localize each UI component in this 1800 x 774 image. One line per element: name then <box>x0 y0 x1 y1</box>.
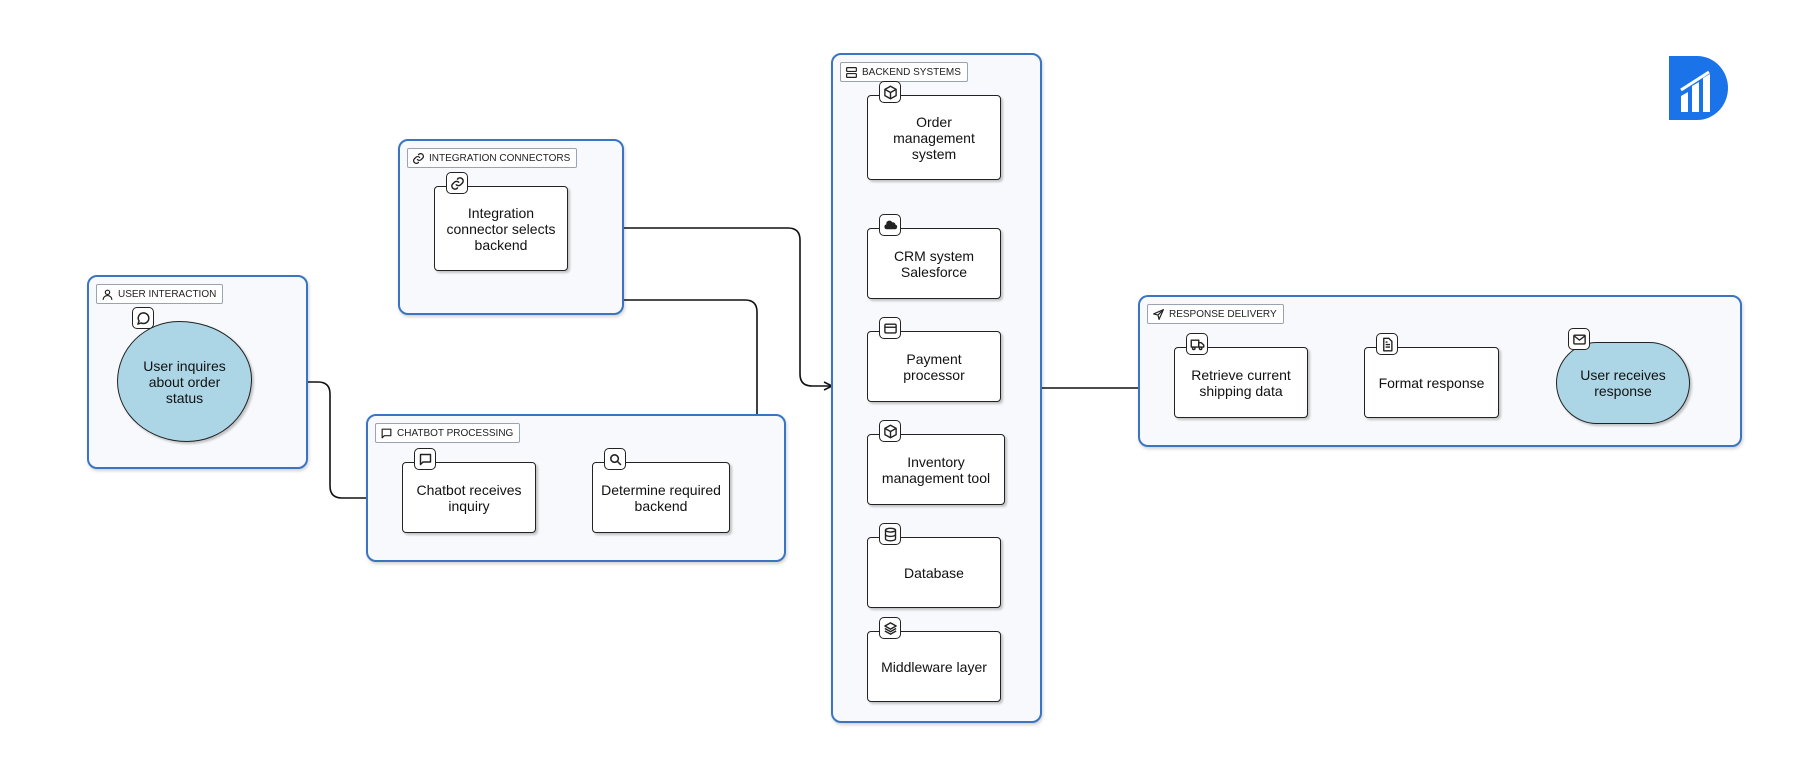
node-chatbot-receives[interactable]: Chatbot receives inquiry <box>402 462 536 533</box>
group-title-integration-connectors: INTEGRATION CONNECTORS <box>429 152 571 164</box>
group-label-backend-systems: BACKEND SYSTEMS <box>840 62 968 82</box>
group-title-response-delivery: RESPONSE DELIVERY <box>1169 308 1277 320</box>
node-label-middleware: Middleware layer <box>881 658 987 675</box>
node-label-determine-backend: Determine required backend <box>601 481 721 514</box>
salesforce-cloud-icon <box>879 214 901 236</box>
link-icon <box>413 152 424 164</box>
layers-icon <box>879 617 901 639</box>
node-retrieve-shipping[interactable]: Retrieve current shipping data <box>1174 347 1308 418</box>
node-format-response[interactable]: Format response <box>1364 347 1499 418</box>
node-user-receives[interactable]: User receives response <box>1556 342 1690 424</box>
node-integration-connector[interactable]: Integration connector selects backend <box>434 186 568 271</box>
node-user-inquires[interactable]: User inquires about order status <box>117 321 252 442</box>
group-label-user-interaction: USER INTERACTION <box>96 284 224 304</box>
server-icon <box>846 66 857 78</box>
node-determine-backend[interactable]: Determine required backend <box>592 462 730 533</box>
message-square-icon <box>414 448 436 470</box>
node-label-user-inquires: User inquires about order status <box>143 357 226 406</box>
group-title-chatbot-processing: CHATBOT PROCESSING <box>397 427 514 439</box>
edge-integration-to-backend <box>568 227 832 386</box>
message-square-icon <box>381 428 392 438</box>
node-label-database: Database <box>904 564 964 581</box>
node-label-chatbot-receives: Chatbot receives inquiry <box>416 481 522 514</box>
group-title-user-interaction: USER INTERACTION <box>118 288 217 300</box>
truck-icon <box>1186 333 1208 355</box>
send-icon <box>1153 308 1164 320</box>
node-label-retrieve-shipping: Retrieve current shipping data <box>1191 366 1291 399</box>
package-icon <box>879 81 901 103</box>
brand-logo-icon <box>1669 56 1728 120</box>
group-label-chatbot-processing: CHATBOT PROCESSING <box>375 423 521 443</box>
link-icon <box>446 172 468 194</box>
credit-card-icon <box>879 317 901 339</box>
edge-user-to-chatbot <box>252 381 402 498</box>
node-database[interactable]: Database <box>867 537 1001 608</box>
node-label-payment: Payment processor <box>903 350 965 383</box>
package-icon <box>879 420 901 442</box>
node-label-integration-connector: Integration connector selects backend <box>446 204 556 253</box>
node-label-inventory: Inventory management tool <box>881 453 991 486</box>
database-icon <box>879 523 901 545</box>
node-label-user-receives: User receives response <box>1580 367 1666 399</box>
file-text-icon <box>1376 333 1398 355</box>
search-icon <box>604 448 626 470</box>
node-label-order-management: Order management system <box>893 113 975 162</box>
node-crm[interactable]: CRM system Salesforce <box>867 228 1001 299</box>
group-title-backend-systems: BACKEND SYSTEMS <box>862 66 961 78</box>
node-label-format-response: Format response <box>1378 374 1485 391</box>
group-label-integration-connectors: INTEGRATION CONNECTORS <box>407 148 578 168</box>
node-label-crm: CRM system Salesforce <box>893 247 975 280</box>
node-order-management[interactable]: Order management system <box>867 95 1001 180</box>
group-label-response-delivery: RESPONSE DELIVERY <box>1147 304 1284 324</box>
message-circle-icon <box>132 307 154 329</box>
node-inventory[interactable]: Inventory management tool <box>867 434 1005 505</box>
mail-icon <box>1568 328 1590 350</box>
user-icon <box>102 289 113 300</box>
node-payment[interactable]: Payment processor <box>867 331 1001 402</box>
node-middleware[interactable]: Middleware layer <box>867 631 1001 702</box>
